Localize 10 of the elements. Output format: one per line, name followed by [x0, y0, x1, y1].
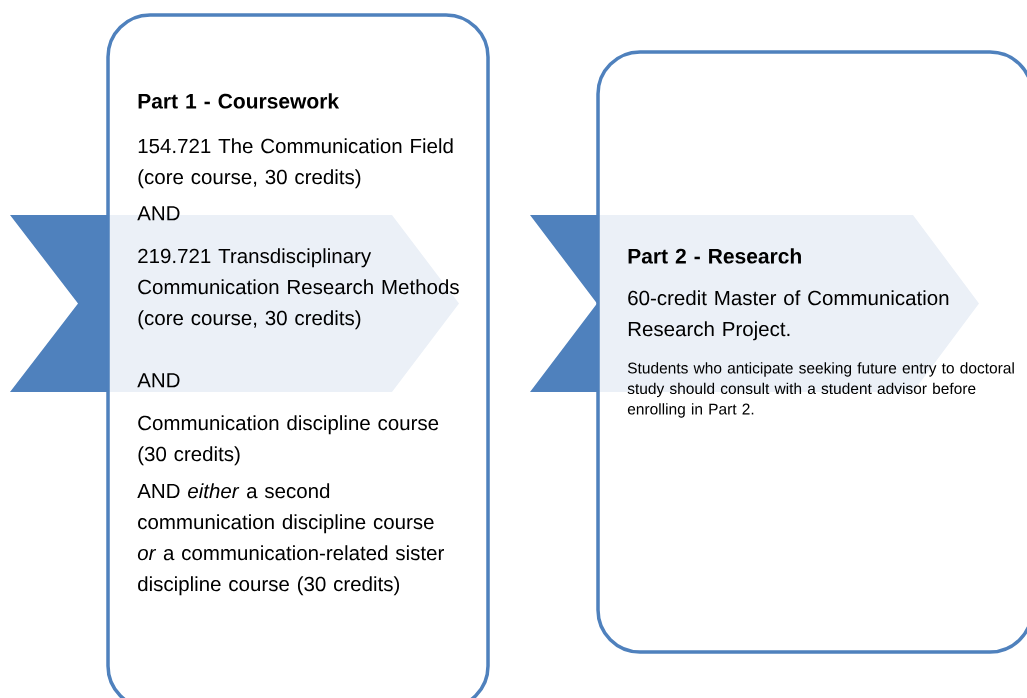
box-text: AND either a second communication discipline course or a communication-related sister discipline course (30 credits)	[137, 483, 444, 596]
box-text: AND	[137, 206, 180, 221]
box-text: 219.721 Transdisciplinary Communication Research Methods (core course, 30 credits)	[138, 248, 459, 330]
box-text: Communication discipline course (30 credits)	[138, 415, 439, 466]
box-text: 60-credit Master of Communication Research Project.	[628, 290, 949, 341]
box-heading: Part 1 - Coursework	[138, 93, 340, 109]
box-text: AND	[137, 373, 180, 388]
box-note: Students who anticipate seeking future entry to doctoral study should consult with a student advisor before enrolling in Part 2.	[627, 362, 1014, 418]
box-text: 154.721 The Communication Field (core course, 30 credits)	[138, 138, 453, 189]
box-heading: Part 2 - Research	[628, 248, 801, 264]
